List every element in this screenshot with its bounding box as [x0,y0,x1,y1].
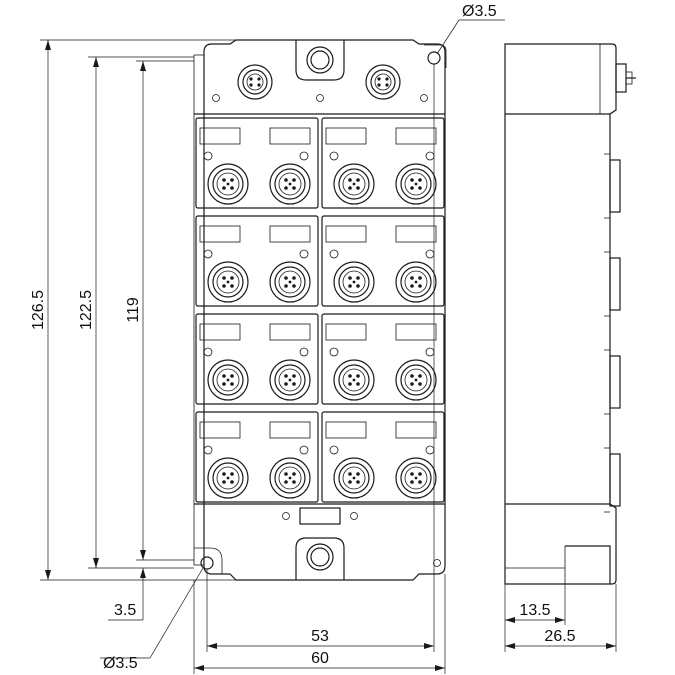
dimensions: 126.5 122.5 119 3.5 53 60 Ø3. [30,3,617,674]
dim-height-mid-label: 122.5 [78,290,95,330]
dim-height-outer-label: 126.5 [30,290,47,330]
m12-port [395,163,437,205]
side-port [604,251,621,317]
m12-port [395,457,437,499]
m12-port [395,359,437,401]
dim-depth-outer-label: 26.5 [544,628,575,645]
port-group [195,411,319,503]
m12-port [395,261,437,303]
port-group [321,117,445,209]
m12-port [333,261,375,303]
side-housing-outline [504,43,617,585]
m12-port [269,359,311,401]
m12-port [207,359,249,401]
side-ports [604,153,621,513]
side-port [604,447,621,513]
port-grid [195,117,445,503]
housing-outline [203,39,446,581]
top-mount-hole [310,50,330,70]
m12-port [269,457,311,499]
m12-port [207,163,249,205]
bottom-mount-hole [310,547,330,567]
front-view [193,39,447,581]
bus-connector-right [365,64,401,100]
dim-width-outer-label: 60 [311,650,329,667]
dim-height-inner-label: 119 [125,297,142,323]
bottom-label-field [299,507,341,525]
dim-hole-bottom-label: Ø3.5 [103,655,138,672]
port-group [321,313,445,405]
side-port [604,153,621,219]
port-group [321,411,445,503]
port-group [195,313,319,405]
dim-hole-top-label: Ø3.5 [462,3,497,20]
m12-port [269,163,311,205]
m12-port [269,261,311,303]
port-group [321,215,445,307]
dim-width-inner-label: 53 [311,628,329,645]
side-view [504,43,636,585]
m12-port [333,457,375,499]
m12-port [333,359,375,401]
port-group [195,215,319,307]
side-port [604,349,621,415]
dim-depth-inner-label: 13.5 [519,602,550,619]
port-group [195,117,319,209]
m12-port [333,163,375,205]
bus-connector-left [237,64,273,100]
m12-port [207,457,249,499]
m12-port [207,261,249,303]
dim-offset-bottom-label: 3.5 [114,602,136,619]
